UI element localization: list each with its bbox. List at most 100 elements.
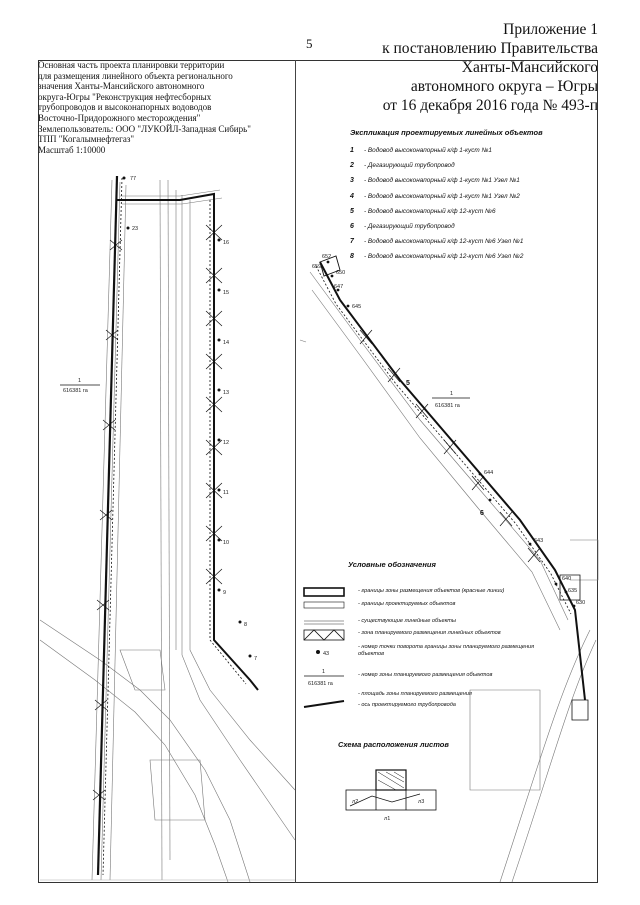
- point-label: 640: [562, 576, 571, 582]
- right-point-labels: 652 650 647 645 644 643 640 635 630 659: [312, 254, 585, 606]
- object-marker: 6: [480, 510, 484, 517]
- right-zone-num: 1: [450, 391, 453, 397]
- objects-legend-row: 3 - Водовод высоконапорный к/ф 1-куст №1 …: [350, 173, 590, 188]
- point-label: 652: [322, 254, 331, 260]
- appendix-line: автономного округа – Югры: [410, 78, 598, 95]
- object-text: - Дегазирующий трубопровод: [364, 162, 455, 170]
- symbols-legend-item: - площадь зоны планируемого размещения: [358, 691, 472, 697]
- point-label: 13: [223, 390, 229, 396]
- point-label: 635: [568, 588, 577, 594]
- point-label: 7: [254, 656, 257, 662]
- objects-legend-row: 5 - Водовод высоконапорный к/ф 12-куст №6: [350, 204, 590, 219]
- object-num: 6: [350, 223, 354, 231]
- project-line: для размещения линейного объекта региона…: [38, 70, 233, 81]
- objects-legend: Экспликация проектируемых линейных объек…: [350, 128, 590, 265]
- object-num: 7: [350, 238, 354, 246]
- project-line: ТПП "Когалымнефтегаз": [38, 134, 135, 145]
- symbols-legend-title: Условные обозначения: [348, 560, 436, 569]
- appendix-header: Приложение 1 к постановлению Правительст…: [298, 20, 598, 115]
- right-object-markers: 5 6: [406, 380, 484, 517]
- point-label: 10: [223, 540, 229, 546]
- object-num: 8: [350, 253, 354, 261]
- symbols-legend-item: - границы проектируемых объектов: [358, 601, 456, 607]
- legend-point-sample: 43: [323, 651, 329, 657]
- point-label: 14: [223, 340, 229, 346]
- appendix-line: к постановлению Правительства: [382, 40, 598, 57]
- point-label: 659: [312, 264, 321, 270]
- object-num: 5: [350, 207, 354, 215]
- object-text: - Водовод высоконапорный к/ф 12-куст №6 …: [364, 238, 524, 246]
- objects-legend-row: 4 - Водовод высоконапорный к/ф 1-куст №1 …: [350, 189, 590, 204]
- point-label: 15: [223, 290, 229, 296]
- left-sheet-point-markers: [122, 176, 252, 658]
- symbols-legend-item: - номер точки поворота границы зоны план…: [358, 644, 535, 657]
- symbols-legend-item: - зона планируемого размещения линейных …: [358, 630, 501, 636]
- point-label: 644: [484, 470, 493, 476]
- object-text: - Водовод высоконапорный к/ф 1-куст №1: [364, 147, 492, 155]
- sheet-scheme: [345, 769, 437, 811]
- symbols-legend-item: - ось проектируемого трубопровода: [358, 702, 456, 708]
- project-title-block: Основная часть проекта планировки террит…: [38, 60, 298, 172]
- symbols-legend-item: - существующие линейные объекты: [358, 618, 457, 624]
- project-line: Землепользователь: ООО "ЛУКОЙЛ-Западная …: [38, 123, 251, 134]
- objects-legend-row: 2 - Дегазирующий трубопровод: [350, 158, 590, 173]
- point-label: 647: [334, 284, 343, 290]
- left-point-labels: 77 23 16 15 14 13 12 11 10 9 8 7: [130, 176, 257, 662]
- right-sheet-point-markers: [326, 260, 576, 608]
- point-label: 23: [132, 226, 138, 232]
- scheme-label: л1: [384, 816, 390, 822]
- objects-legend-row: 8 - Водовод высоконапорный к/ф 12-куст №6…: [350, 249, 590, 264]
- object-text: - Водовод высоконапорный к/ф 1-куст №1 У…: [364, 177, 520, 185]
- object-marker: 5: [406, 380, 410, 387]
- left-sheet-existing-corridors: [39, 179, 296, 883]
- appendix-line: Приложение 1: [503, 21, 598, 38]
- symbols-legend-item: - номер зоны планируемого размещения объ…: [358, 672, 493, 678]
- left-zone-area: 616381 га: [63, 388, 89, 394]
- right-sheet-existing-corridors: [299, 271, 599, 883]
- point-label: 650: [336, 270, 345, 276]
- object-num: 4: [350, 192, 354, 200]
- page-number: 5: [306, 36, 313, 51]
- point-label: 9: [223, 590, 226, 596]
- objects-legend-row: 7 - Водовод высоконапорный к/ф 12-куст №6…: [350, 234, 590, 249]
- scheme-label: л3: [418, 799, 424, 805]
- project-line: округа-Югры "Реконструкция нефтесборных: [38, 91, 212, 102]
- point-label: 11: [223, 490, 229, 496]
- map-frame: [38, 60, 598, 883]
- objects-legend-title: Экспликация проектируемых линейных объек…: [350, 128, 543, 137]
- symbols-legend-samples: [303, 587, 345, 708]
- object-text: - Водовод высоконапорный к/ф 12-куст №6: [364, 207, 496, 215]
- legend-zone-num: 1: [322, 669, 325, 675]
- object-text: - Водовод высоконапорный к/ф 1-куст №1 У…: [364, 192, 520, 200]
- point-label: 77: [130, 176, 136, 182]
- left-sheet-planned-corridor: [92, 175, 259, 876]
- legend-zone-area: 616381 га: [308, 681, 334, 687]
- symbols-legend-item: - границы зоны размещения объектов (крас…: [358, 588, 505, 594]
- point-label: 12: [223, 440, 229, 446]
- right-sheet-planned-corridor: [315, 255, 589, 721]
- left-zone-num: 1: [78, 378, 81, 384]
- object-num: 2: [350, 162, 354, 170]
- left-zone-callout: 1 616381 га: [60, 378, 100, 394]
- project-line: значения Ханты-Мансийского автономного: [38, 81, 205, 92]
- point-label: 16: [223, 240, 229, 246]
- appendix-line: от 16 декабря 2016 года № 493-п: [382, 97, 598, 114]
- project-line: Восточно-Придорожного месторождения": [38, 112, 201, 123]
- project-line: трубопроводов и высоконапорных водоводов: [38, 102, 212, 113]
- object-text: - Дегазирующий трубопровод: [364, 223, 455, 231]
- appendix-line: Ханты-Мансийского: [461, 59, 598, 76]
- scheme-label: л2: [352, 799, 358, 805]
- map-divider: [295, 60, 296, 883]
- point-label: 630: [576, 600, 585, 606]
- scheme-title: Схема расположения листов: [338, 740, 449, 749]
- project-line: Основная часть проекта планировки террит…: [38, 60, 225, 70]
- object-num: 1: [350, 147, 354, 155]
- right-zone-callout: 1 616381 га: [432, 391, 470, 409]
- objects-legend-row: 6 - Дегазирующий трубопровод: [350, 219, 590, 234]
- objects-legend-row: 1 - Водовод высоконапорный к/ф 1-куст №1: [350, 143, 590, 158]
- object-text: - Водовод высоконапорный к/ф 12-куст №6 …: [364, 253, 524, 261]
- right-zone-area: 616381 га: [435, 403, 461, 409]
- point-label: 643: [534, 538, 543, 544]
- object-num: 3: [350, 177, 354, 185]
